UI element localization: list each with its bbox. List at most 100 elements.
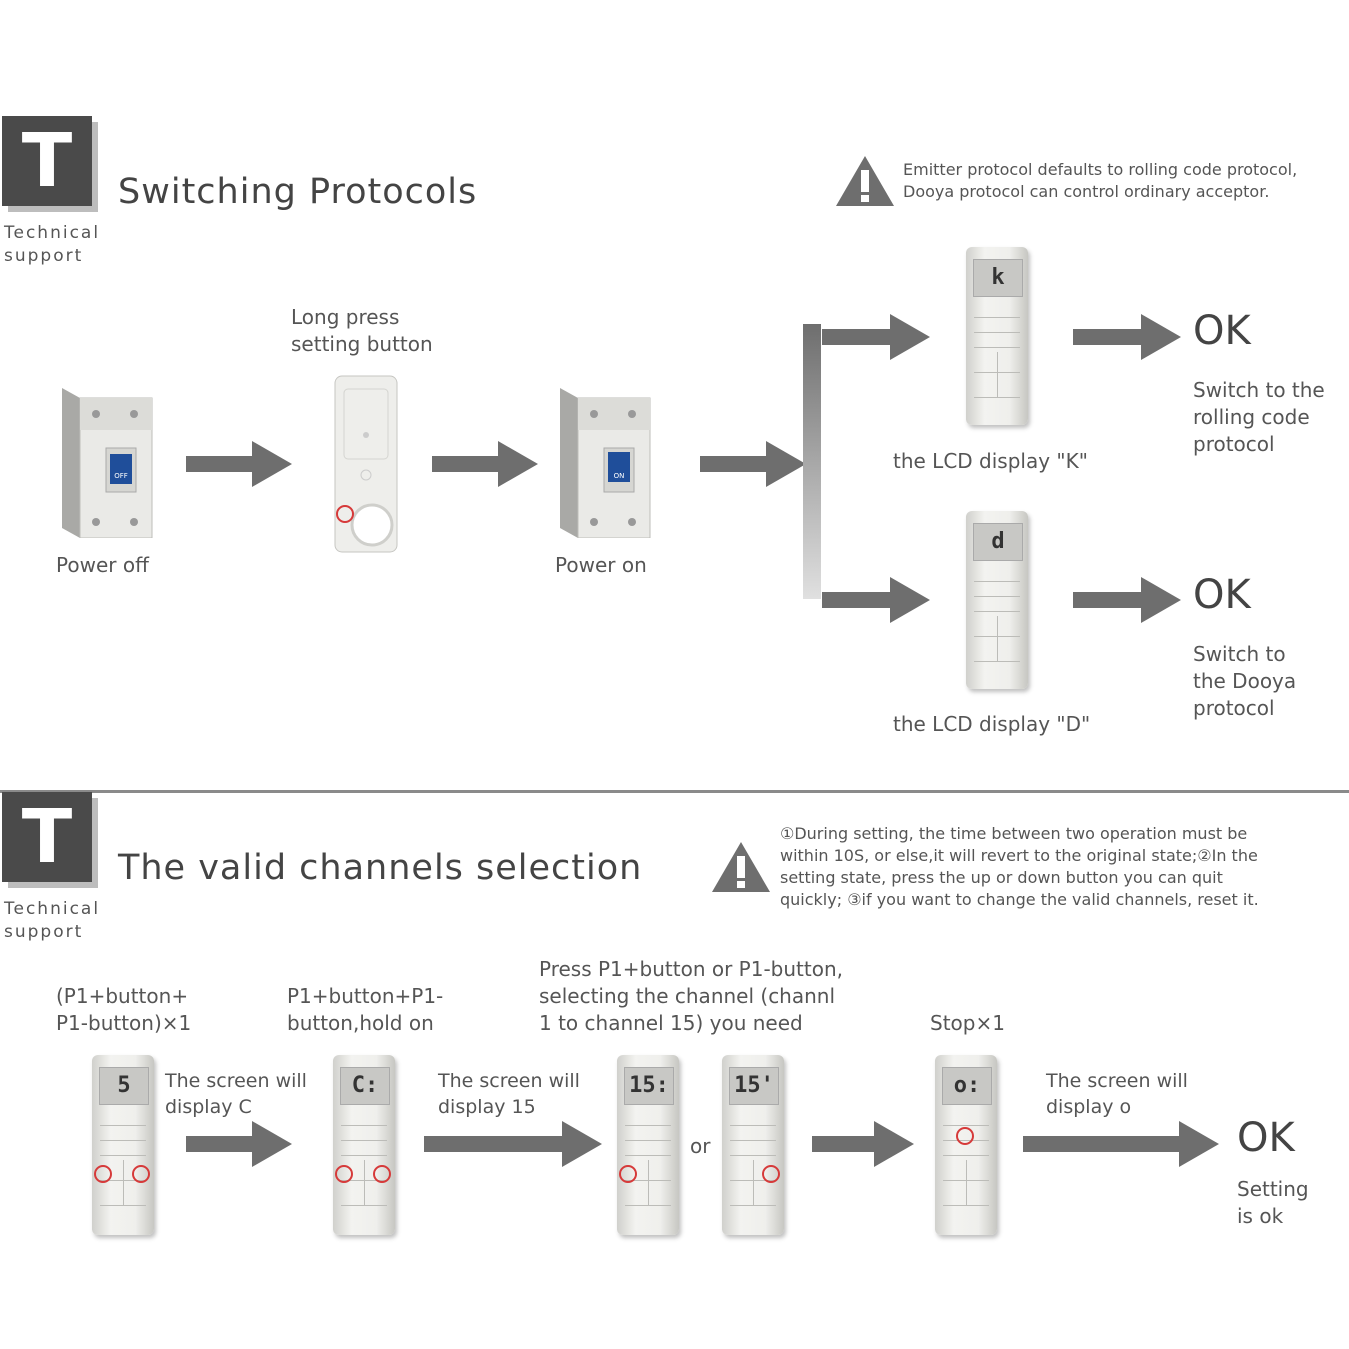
badge-subtitle: Technical support [4, 898, 100, 944]
arrow-right [812, 1121, 916, 1167]
lcd-display: 15: [624, 1067, 674, 1105]
remote-step2: C: [333, 1055, 395, 1235]
badge-letter: T [21, 118, 73, 204]
section-title-valid-channels: The valid channels selection [118, 848, 643, 888]
warning-line: setting state, press the up or down butt… [780, 868, 1223, 887]
remote-back-illustration [334, 375, 398, 553]
warning-line: Emitter protocol defaults to rolling cod… [903, 160, 1298, 179]
label-line: display o [1046, 1096, 1132, 1118]
remote-lcd-k: k [966, 247, 1028, 425]
lcd-display: 5 [99, 1067, 149, 1105]
technical-support-badge: T [2, 116, 92, 206]
label-line: The screen will [1046, 1070, 1188, 1092]
label-line: The screen will [165, 1070, 307, 1092]
section-divider [0, 790, 1349, 793]
p1-minus-button-highlight [373, 1165, 391, 1183]
arrow-right-d-branch [822, 577, 932, 623]
label-line: the Dooya [1193, 669, 1297, 693]
remote-step3-b: 15' [722, 1055, 784, 1235]
arrow-right-k-branch [822, 314, 932, 360]
breaker-on-illustration: ON [560, 388, 655, 538]
lcd-display: k [973, 259, 1023, 297]
label-line: display 15 [438, 1096, 536, 1118]
step3-or: or [690, 1134, 711, 1158]
setting-button-highlight [336, 505, 354, 523]
label-line: setting button [291, 332, 433, 356]
remote-step4: o: [935, 1055, 997, 1235]
ok-label-k: OK [1193, 308, 1251, 354]
ok-label-d: OK [1193, 572, 1251, 618]
arrow-right [432, 441, 540, 487]
p1-plus-button-highlight [335, 1165, 353, 1183]
branch-connector [803, 324, 933, 614]
badge-subtitle: Technical support [4, 222, 100, 268]
p1-minus-button-highlight [132, 1165, 150, 1183]
label-line: Press P1+button or P1-button, [539, 957, 844, 981]
step2-note: The screen will display 15 [438, 1068, 580, 1120]
badge-subtitle-line2: support [4, 246, 84, 266]
result-rolling-code: Switch to the rolling code protocol [1193, 377, 1325, 458]
warning-note-protocol: Emitter protocol defaults to rolling cod… [903, 159, 1297, 203]
remote-step1: 5 [92, 1055, 154, 1235]
badge-letter: T [21, 794, 73, 880]
warning-note-channels: ①During setting, the time between two op… [780, 823, 1259, 911]
lcd-display: d [973, 523, 1023, 561]
warning-line: quickly; ③if you want to change the vali… [780, 890, 1259, 909]
step3-label: Press P1+button or P1-button, selecting … [539, 956, 843, 1037]
step4-label: Stop×1 [930, 1011, 1005, 1035]
label-line: P1+button+P1- [287, 984, 444, 1008]
result-setting-ok: Setting is ok [1237, 1176, 1309, 1230]
arrow-right [1073, 577, 1183, 623]
step1-label: (P1+button+ P1-button)×1 [56, 983, 191, 1037]
p1-minus-button-highlight [762, 1165, 780, 1183]
label-line: P1-button)×1 [56, 1011, 192, 1035]
warning-line: within 10S, or else,it will revert to th… [780, 846, 1258, 865]
label-line: is ok [1237, 1204, 1284, 1228]
label-long-press: Long press setting button [291, 304, 433, 358]
breaker-off-text: OFF [114, 472, 128, 480]
badge-subtitle-line1: Technical [4, 223, 101, 243]
label-power-on: Power on [555, 553, 647, 577]
warning-icon [710, 840, 772, 894]
remote-lcd-d: d [966, 511, 1028, 689]
label-line: The screen will [438, 1070, 580, 1092]
warning-icon [834, 154, 896, 208]
arrow-right [424, 1121, 604, 1167]
label-line: display C [165, 1096, 252, 1118]
label-line: 1 to channel 15) you need [539, 1011, 803, 1035]
caption-lcd-d: the LCD display "D" [893, 712, 1091, 736]
result-dooya: Switch to the Dooya protocol [1193, 641, 1296, 722]
label-line: Switch to the [1193, 378, 1325, 402]
label-line: protocol [1193, 432, 1275, 456]
step2-label: P1+button+P1- button,hold on [287, 983, 443, 1037]
arrow-right [186, 1121, 294, 1167]
arrow-right [1023, 1121, 1221, 1167]
label-line: Switch to [1193, 642, 1286, 666]
warning-line: ①During setting, the time between two op… [780, 824, 1248, 843]
label-line: Long press [291, 305, 400, 329]
caption-lcd-k: the LCD display "K" [893, 449, 1088, 473]
label-line: selecting the channel (channl [539, 984, 836, 1008]
badge-subtitle-line1: Technical [4, 899, 101, 919]
lcd-display: 15' [729, 1067, 779, 1105]
breaker-on-text: ON [613, 472, 625, 480]
label-line: button,hold on [287, 1011, 434, 1035]
warning-line: Dooya protocol can control ordinary acce… [903, 182, 1270, 201]
label-line: protocol [1193, 696, 1275, 720]
breaker-off-illustration: OFF [62, 388, 157, 538]
arrow-right [186, 441, 294, 487]
lcd-display: o: [942, 1067, 992, 1105]
arrow-right [1073, 314, 1183, 360]
arrow-right [700, 441, 808, 487]
section-title-switching-protocols: Switching Protocols [118, 172, 478, 212]
label-line: rolling code [1193, 405, 1310, 429]
badge-subtitle-line2: support [4, 922, 84, 942]
technical-support-badge: T [2, 792, 92, 882]
p1-plus-button-highlight [619, 1165, 637, 1183]
label-power-off: Power off [56, 553, 149, 577]
step4-note: The screen will display o [1046, 1068, 1188, 1120]
p1-plus-button-highlight [94, 1165, 112, 1183]
label-line: (P1+button+ [56, 984, 189, 1008]
label-line: Setting [1237, 1177, 1309, 1201]
step1-note: The screen will display C [165, 1068, 307, 1120]
